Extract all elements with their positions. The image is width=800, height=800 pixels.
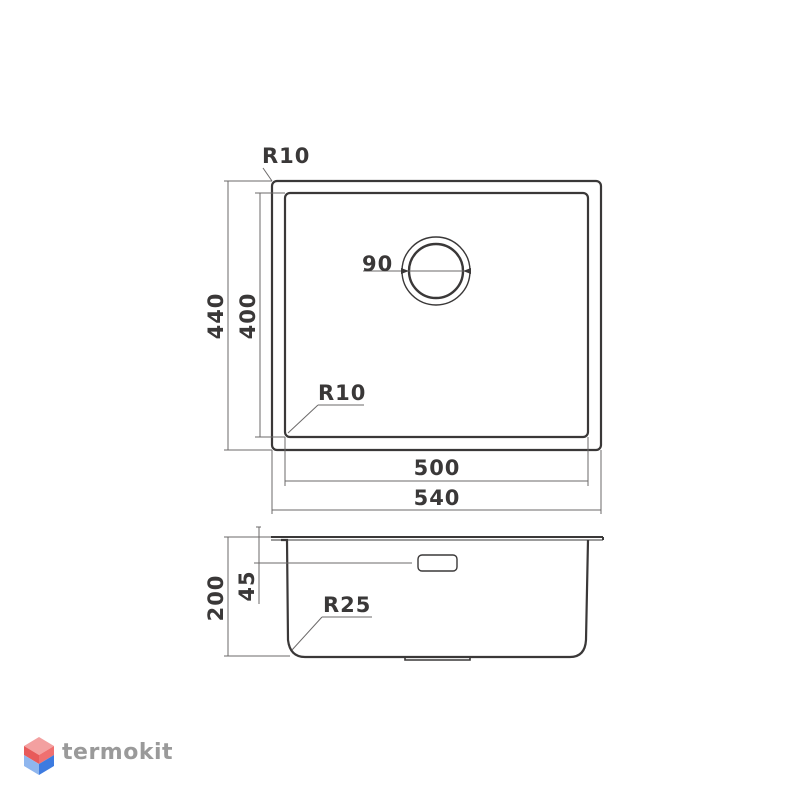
outer-depth-label: 440 — [204, 293, 228, 340]
total-height-label: 200 — [204, 575, 228, 622]
outer-corner-leader — [262, 167, 273, 182]
drain-arrow-left — [401, 268, 409, 274]
side-overflow-slot — [417, 554, 458, 572]
side-drain-outlet — [404, 657, 471, 661]
overflow-height-label: 45 — [235, 570, 259, 601]
bottom-radius-leader — [291, 616, 323, 651]
inner-corner-radius-label: R10 — [318, 381, 366, 405]
inner-width-label: 500 — [414, 456, 461, 480]
brand-name: termokit — [62, 740, 174, 765]
bottom-radius-label: R25 — [323, 593, 371, 617]
top-view: 90 R10 R10 440 400 500 540 — [204, 144, 603, 514]
outer-corner-radius-label: R10 — [262, 144, 310, 168]
side-bowl-profile — [281, 538, 590, 659]
drain-diameter-label: 90 — [362, 252, 393, 276]
outer-width-label: 540 — [414, 486, 461, 510]
sink-inner-bowl — [283, 191, 590, 439]
inner-corner-leader — [287, 404, 319, 434]
drain-arrow-right — [463, 268, 471, 274]
side-view: 200 45 R25 — [204, 526, 604, 661]
sink-outer-rim — [270, 179, 603, 452]
inner-depth-label: 400 — [236, 293, 260, 340]
termokit-logo-icon — [24, 737, 54, 775]
